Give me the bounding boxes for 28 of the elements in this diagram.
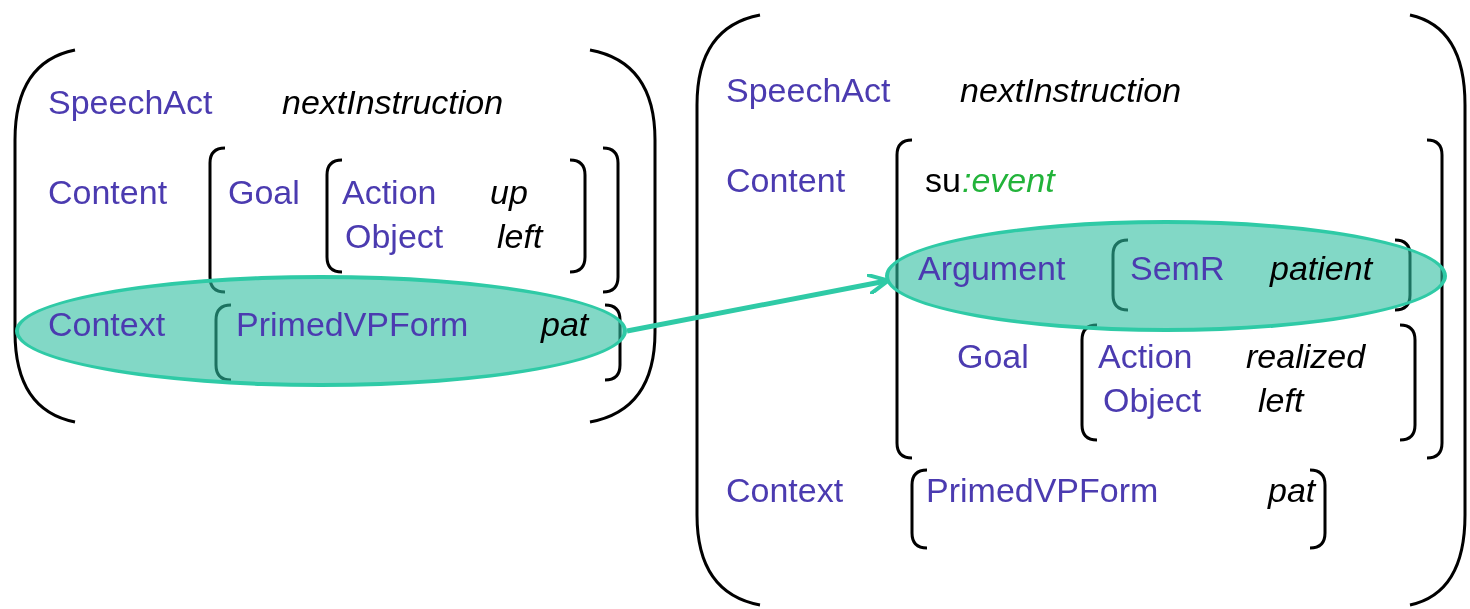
feature-value: nextInstruction bbox=[960, 70, 1182, 110]
feature-value: left bbox=[497, 216, 543, 256]
feature-name: Context bbox=[726, 470, 844, 510]
feature-value: patient bbox=[1270, 248, 1373, 288]
feature-value: left bbox=[1258, 380, 1304, 420]
type-prefix: su bbox=[925, 160, 961, 200]
feature-name: Argument bbox=[918, 248, 1066, 288]
feature-value: pat bbox=[541, 304, 589, 344]
feature-name: Action bbox=[342, 172, 437, 212]
feature-name: SpeechAct bbox=[726, 70, 891, 110]
feature-name: PrimedVPForm bbox=[926, 470, 1159, 510]
feature-name: Goal bbox=[228, 172, 300, 212]
feature-name: Content bbox=[48, 172, 168, 212]
feature-name: Goal bbox=[957, 336, 1029, 376]
feature-name: Object bbox=[345, 216, 444, 256]
feature-value: realized bbox=[1246, 336, 1366, 376]
feature-name: Action bbox=[1098, 336, 1193, 376]
feature-value: nextInstruction bbox=[282, 82, 504, 122]
feature-name: Context bbox=[48, 304, 166, 344]
type-label: :event bbox=[962, 160, 1055, 200]
feature-name: SpeechAct bbox=[48, 82, 213, 122]
feature-value: up bbox=[490, 172, 528, 212]
arrow bbox=[626, 272, 891, 334]
feature-name: PrimedVPForm bbox=[236, 304, 469, 344]
feature-name: Content bbox=[726, 160, 846, 200]
feature-value: pat bbox=[1268, 470, 1316, 510]
feature-name: Object bbox=[1103, 380, 1202, 420]
feature-name: SemR bbox=[1130, 248, 1225, 288]
